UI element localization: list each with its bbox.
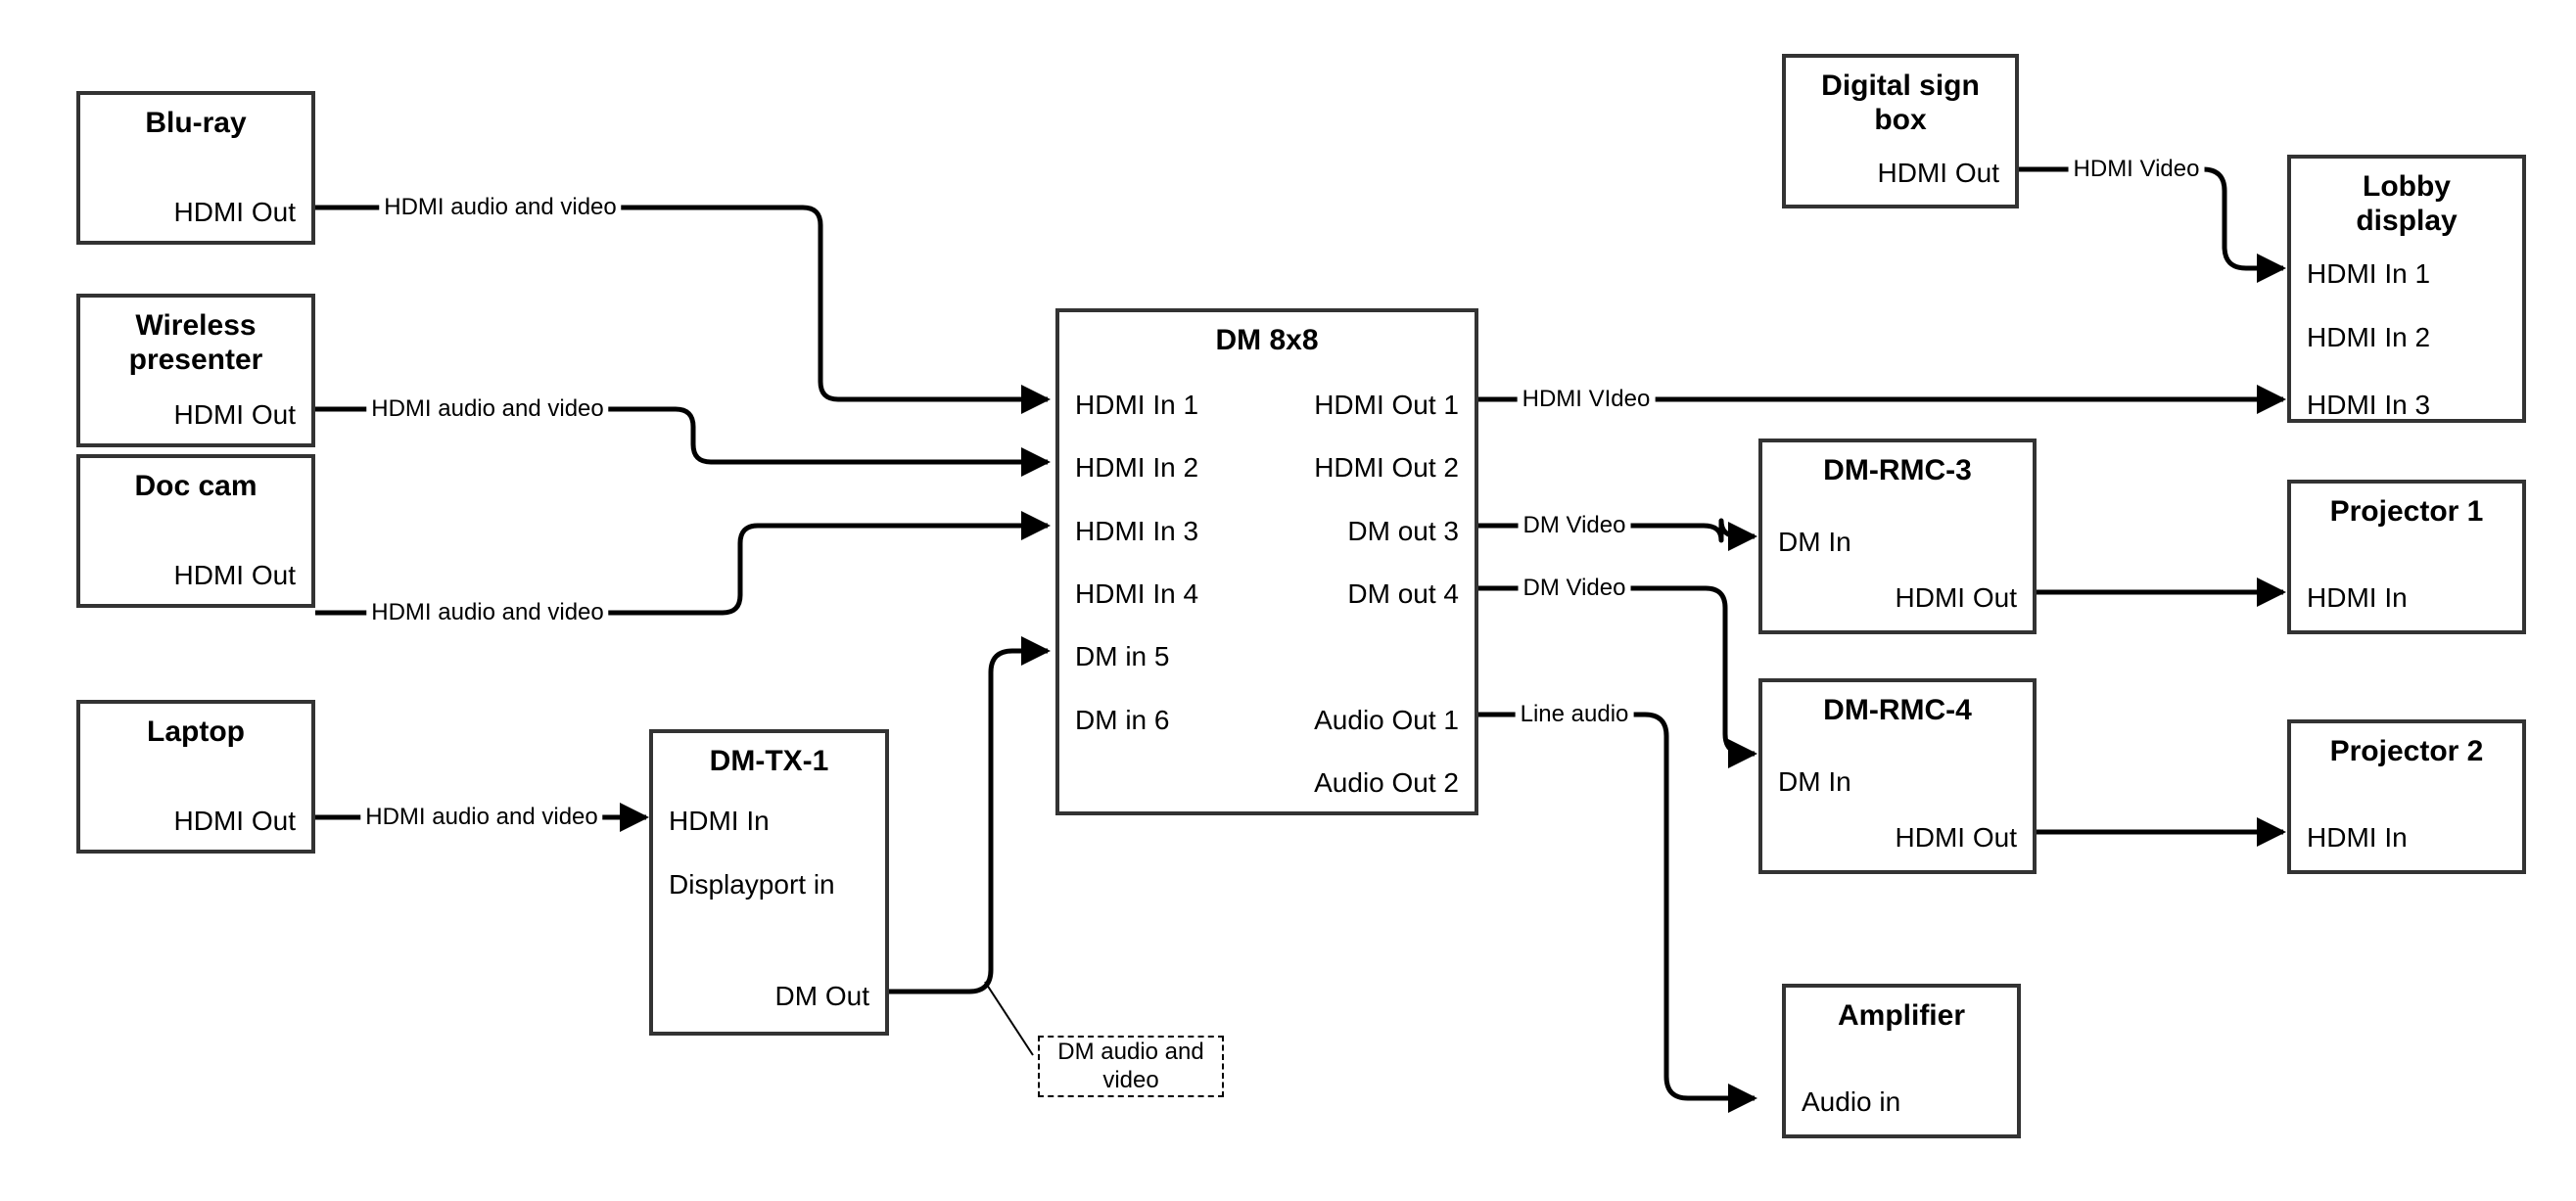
node-laptop-title: Laptop: [147, 716, 245, 748]
port-dm8x8-hdmi-out-2[interactable]: HDMI Out 2: [1314, 452, 1459, 483]
port-dmtx1-dm-out[interactable]: DM Out: [774, 981, 869, 1011]
port-dmrmc4-hdmi-out[interactable]: HDMI Out: [1895, 822, 2017, 853]
port-dmrmc4-dm-in[interactable]: DM In: [1778, 766, 1851, 797]
node-dmrmc3-title: DM-RMC-3: [1823, 454, 1972, 486]
node-doccam-title: Doc cam: [134, 470, 258, 502]
node-wireless-title: Wireless presenter: [128, 309, 263, 376]
node-projector-1[interactable]: Projector 1 HDMI In: [2287, 480, 2526, 634]
port-dmtx1-displayport-in[interactable]: Displayport in: [669, 869, 835, 900]
callout-dm-audio-video: DM audio and video: [1038, 1036, 1224, 1097]
port-dm8x8-dm-in-6[interactable]: DM in 6: [1075, 705, 1170, 735]
port-dmrmc3-hdmi-out[interactable]: HDMI Out: [1895, 582, 2017, 613]
label-doccam-to-dm8x8: HDMI audio and video: [366, 599, 609, 626]
node-dm8x8-title: DM 8x8: [1215, 324, 1319, 356]
node-amplifier-title: Amplifier: [1837, 999, 1966, 1032]
node-projector2-title: Projector 2: [2329, 735, 2484, 767]
port-wireless-hdmi-out[interactable]: HDMI Out: [173, 399, 296, 430]
node-dmrmc4-title: DM-RMC-4: [1823, 694, 1972, 726]
port-doccam-hdmi-out[interactable]: HDMI Out: [173, 560, 296, 590]
port-dm8x8-dm-out-4[interactable]: DM out 4: [1347, 578, 1459, 609]
wire-dm8x8-to-dmrmc4: [1478, 585, 1757, 768]
node-lobby-display[interactable]: Lobby display HDMI In 1 HDMI In 2 HDMI I…: [2287, 155, 2526, 423]
label-dm8x8-hdmi-out-1: HDMI VIdeo: [1517, 386, 1656, 413]
node-dmtx1-title: DM-TX-1: [709, 745, 829, 777]
port-projector2-hdmi-in[interactable]: HDMI In: [2307, 822, 2408, 853]
port-dm8x8-hdmi-in-1[interactable]: HDMI In 1: [1075, 390, 1199, 420]
node-dm-tx-1[interactable]: DM-TX-1 HDMI In Displayport in DM Out: [649, 729, 889, 1036]
wire-doccam-to-dm8x8: [315, 511, 1051, 616]
node-digitalsign-title: Digital sign box: [1821, 69, 1980, 136]
port-lobby-hdmi-in-1[interactable]: HDMI In 1: [2307, 258, 2431, 289]
wire-wireless-to-dm8x8: [315, 406, 1051, 477]
leader-dm-tx-callout: [984, 981, 1034, 1056]
node-amplifier[interactable]: Amplifier Audio in: [1782, 984, 2021, 1138]
port-laptop-hdmi-out[interactable]: HDMI Out: [173, 806, 296, 836]
node-lobby-title: Lobby display: [2356, 170, 2458, 237]
port-dm8x8-audio-out-1[interactable]: Audio Out 1: [1314, 705, 1459, 735]
node-bluray[interactable]: Blu-ray HDMI Out: [76, 91, 315, 245]
port-lobby-hdmi-in-2[interactable]: HDMI In 2: [2307, 322, 2431, 352]
label-sign-to-lobby: HDMI Video: [2068, 156, 2205, 183]
label-dm8x8-dm-out-3: DM Video: [1518, 512, 1631, 539]
node-wireless-presenter[interactable]: Wireless presenter HDMI Out: [76, 294, 315, 447]
node-projector-2[interactable]: Projector 2 HDMI In: [2287, 719, 2526, 874]
node-projector1-title: Projector 1: [2329, 495, 2484, 528]
node-laptop[interactable]: Laptop HDMI Out: [76, 700, 315, 854]
port-bluray-hdmi-out[interactable]: HDMI Out: [173, 197, 296, 227]
label-dm8x8-audio-out-1: Line audio: [1515, 701, 1634, 728]
wire-dm8x8-to-amplifier: [1478, 712, 1757, 1113]
port-dm8x8-hdmi-in-3[interactable]: HDMI In 3: [1075, 516, 1199, 546]
label-laptop-to-dmtx1: HDMI audio and video: [360, 804, 603, 831]
wire-dm8x8-to-dmrmc3: [1478, 518, 1757, 551]
port-amplifier-audio-in[interactable]: Audio in: [1802, 1086, 1901, 1117]
node-bluray-title: Blu-ray: [145, 107, 247, 139]
wire-dmtx1-to-dm8x8: [889, 636, 1051, 994]
node-dm-rmc-4[interactable]: DM-RMC-4 DM In HDMI Out: [1758, 678, 2037, 874]
port-dm8x8-dm-out-3[interactable]: DM out 3: [1347, 516, 1459, 546]
port-dm8x8-hdmi-in-2[interactable]: HDMI In 2: [1075, 452, 1199, 483]
node-dm-8x8[interactable]: DM 8x8 HDMI In 1 HDMI In 2 HDMI In 3 HDM…: [1055, 308, 1478, 815]
label-wireless-to-dm8x8: HDMI audio and video: [366, 395, 609, 423]
node-dm-rmc-3[interactable]: DM-RMC-3 DM In HDMI Out: [1758, 439, 2037, 634]
port-dm8x8-dm-in-5[interactable]: DM in 5: [1075, 641, 1170, 671]
port-dmtx1-hdmi-in[interactable]: HDMI In: [669, 806, 770, 836]
port-lobby-hdmi-in-3[interactable]: HDMI In 3: [2307, 390, 2431, 420]
port-dm8x8-hdmi-in-4[interactable]: HDMI In 4: [1075, 578, 1199, 609]
label-dm8x8-dm-out-4: DM Video: [1518, 575, 1631, 602]
label-bluray-to-dm8x8: HDMI audio and video: [379, 194, 622, 221]
wire-sign-to-lobby-in1: [2019, 166, 2286, 283]
node-digital-sign-box[interactable]: Digital sign box HDMI Out: [1782, 54, 2019, 208]
node-doc-cam[interactable]: Doc cam HDMI Out: [76, 454, 315, 608]
port-dmrmc3-dm-in[interactable]: DM In: [1778, 527, 1851, 557]
wire-bluray-to-dm8x8: [315, 205, 1051, 414]
port-projector1-hdmi-in[interactable]: HDMI In: [2307, 582, 2408, 613]
port-dm8x8-hdmi-out-1[interactable]: HDMI Out 1: [1314, 390, 1459, 420]
port-dm8x8-audio-out-2[interactable]: Audio Out 2: [1314, 767, 1459, 798]
port-digitalsign-hdmi-out[interactable]: HDMI Out: [1877, 158, 1999, 188]
